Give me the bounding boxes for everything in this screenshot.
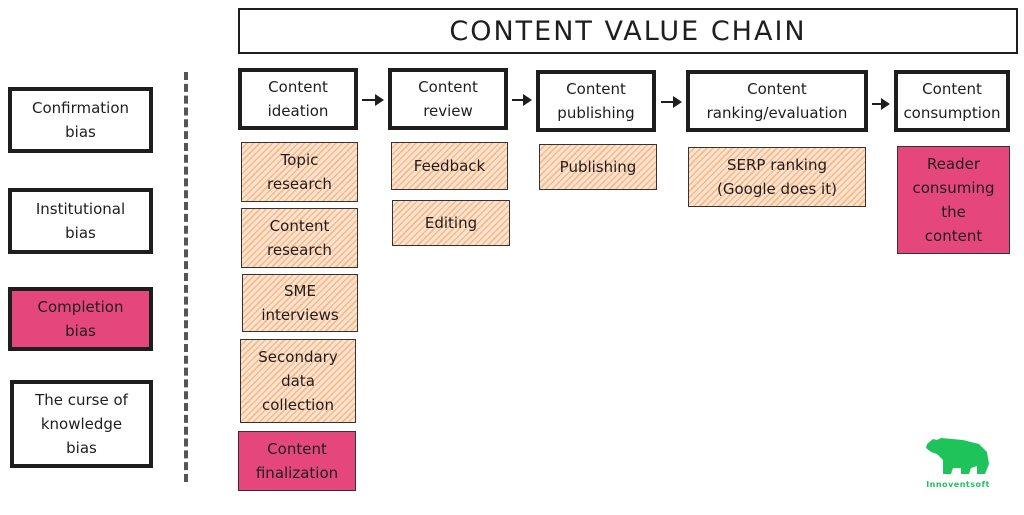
stage-ideation: Content ideation [238, 68, 358, 130]
task-label: Editing [424, 214, 478, 232]
task-label: Content finalization [255, 440, 339, 482]
logo-text: Innoventsoft [926, 480, 990, 489]
task-publishing: Publishing [539, 144, 657, 190]
arrow-icon [872, 98, 890, 110]
stage-label: Content review [418, 78, 478, 120]
stage-publishing: Content publishing [536, 70, 656, 132]
bias-institutional: Institutional bias [8, 188, 153, 254]
bias-completion: Completion bias [8, 287, 153, 351]
stage-label: Content consumption [903, 80, 1001, 122]
task-label: Content research [267, 217, 332, 259]
task-serp-ranking: SERP ranking (Google does it) [688, 147, 866, 207]
stage-label: Content ideation [267, 78, 329, 120]
stage-label: Content publishing [557, 80, 635, 122]
arrow-icon [512, 94, 532, 106]
task-editing: Editing [392, 200, 510, 246]
bear-icon [926, 438, 989, 474]
task-sme-interviews: SME interviews [242, 274, 358, 332]
task-content-research: Content research [241, 208, 358, 268]
task-reader-consuming: Reader consuming the content [897, 146, 1010, 254]
bias-label: Completion bias [37, 298, 124, 340]
title-text: CONTENT VALUE CHAIN [449, 15, 807, 47]
task-label: SERP ranking (Google does it) [717, 156, 837, 198]
arrow-icon [362, 94, 384, 106]
bias-label: The curse of knowledge bias [35, 391, 128, 457]
stage-consumption: Content consumption [894, 70, 1010, 132]
task-label: Topic research [267, 151, 332, 193]
bias-label: Institutional bias [35, 200, 126, 242]
bias-label: Confirmation bias [31, 99, 130, 141]
task-label: Publishing [559, 158, 637, 176]
task-secondary-data: Secondary data collection [240, 339, 356, 423]
stage-ranking: Content ranking/evaluation [686, 70, 868, 132]
innoventsoft-logo: Innoventsoft [918, 436, 998, 489]
task-label: SME interviews [261, 282, 339, 324]
task-label: Reader consuming the content [912, 155, 995, 245]
task-topic-research: Topic research [241, 142, 358, 202]
stage-label: Content ranking/evaluation [706, 80, 848, 122]
task-label: Feedback [413, 157, 486, 175]
bias-confirmation: Confirmation bias [8, 87, 153, 153]
arrow-icon [661, 96, 682, 108]
bias-curse-of-knowledge: The curse of knowledge bias [10, 380, 153, 468]
task-label: Secondary data collection [258, 348, 338, 414]
stage-review: Content review [388, 68, 508, 130]
diagram-title: CONTENT VALUE CHAIN [238, 8, 1018, 54]
task-content-finalization: Content finalization [238, 431, 356, 491]
task-feedback: Feedback [391, 142, 508, 190]
dashed-divider [184, 72, 188, 482]
